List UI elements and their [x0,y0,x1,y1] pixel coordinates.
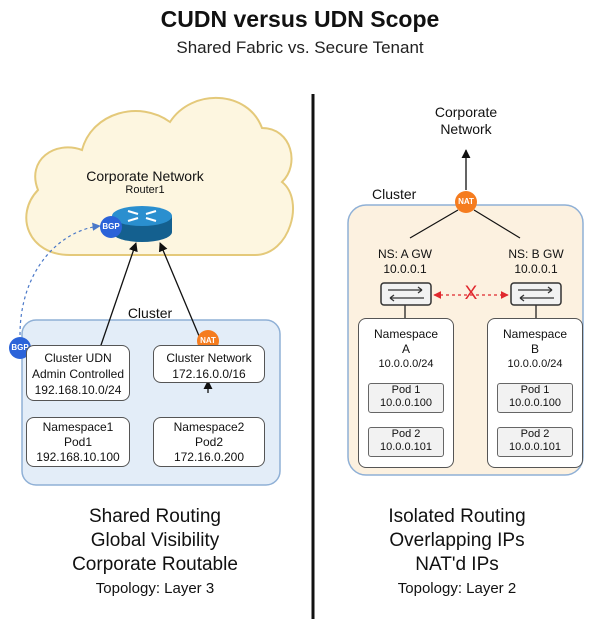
right-summary-line3: NAT'd IPs [415,554,499,575]
link-nat-to-gw-a [409,209,459,239]
namespace-b-box: Namespace B 10.0.0.0/24 Pod 1 10.0.0.100… [487,318,583,468]
arrow-clusternet-to-router [158,242,203,344]
switch-icon-a [380,282,432,306]
pod-a1-name: Pod 1 [391,384,421,396]
left-summary-line2: Global Visibility [90,530,220,551]
left-summary-line3: Corporate Routable [72,554,238,575]
corporate-label-line1: Corporate [434,104,498,120]
pod-b2-ip: 10.0.0.101 [509,441,561,453]
cluster-udn-box: Cluster UDN Admin Controlled 192.168.10.… [26,345,130,401]
namespace1-pod: Pod1 [63,435,93,449]
left-summary-line1: Shared Routing [88,506,222,527]
pod-a1-ip: 10.0.0.100 [380,397,432,409]
namespace-a-box: Namespace A 10.0.0.0/24 Pod 1 10.0.0.100… [358,318,454,468]
corporate-cloud-shape [25,97,294,256]
bgp-badge-cluster: BGP [9,337,31,359]
router-label: Router1 [125,184,165,196]
pod-a2: Pod 2 10.0.0.101 [368,427,444,457]
blocked-x-mark: X [464,283,478,304]
cluster-network-cidr: 172.16.0.0/16 [172,367,246,381]
namespace1-box: Namespace1 Pod1 192.168.10.100 [26,417,130,467]
arrow-cudn-to-router [99,242,138,349]
right-summary-line2: Overlapping IPs [389,530,525,551]
gw-b-label: NS: B GW 10.0.0.1 [491,247,581,277]
gw-b-name: NS: B GW [508,247,564,261]
gw-a-name: NS: A GW [377,247,432,261]
namespace2-pod: Pod2 [194,435,224,449]
gw-a-label: NS: A GW 10.0.0.1 [360,247,450,277]
left-topology: Topology: Layer 3 [95,580,215,597]
cluster-network-box: Cluster Network 172.16.0.0/16 [153,345,265,383]
namespace-b-letter: B [530,342,539,356]
pod-a2-ip: 10.0.0.101 [380,441,432,453]
namespace-a-cidr: 10.0.0.0/24 [378,358,434,370]
right-topology: Topology: Layer 2 [397,580,517,597]
pod-b2-name: Pod 2 [520,428,550,440]
namespace-b-cidr: 10.0.0.0/24 [507,358,563,370]
gw-b-ip: 10.0.0.1 [514,262,558,276]
link-nat-to-gw-b [473,209,521,239]
cudn-control: Admin Controlled [31,367,125,381]
cudn-cidr: 192.168.10.0/24 [34,383,122,397]
gw-a-ip: 10.0.0.1 [383,262,427,276]
corporate-network-label: Corporate Network [416,104,516,138]
right-summary: Isolated Routing Overlapping IPs NAT'd I… [322,505,592,601]
nat-badge-right: NAT [455,191,477,213]
pod-a1: Pod 1 10.0.0.100 [368,383,444,413]
namespace-a-name: Namespace [373,327,439,341]
namespace-b-name: Namespace [502,327,568,341]
cloud-label: Corporate Network [86,168,204,184]
namespace-a-letter: A [401,342,410,356]
pod-b1: Pod 1 10.0.0.100 [497,383,573,413]
namespace1-ip: 192.168.10.100 [36,450,120,464]
pod-b1-ip: 10.0.0.100 [509,397,561,409]
page-title: CUDN versus UDN Scope [160,6,440,32]
right-cluster-label: Cluster [372,186,417,202]
router-icon [112,206,172,242]
bgp-peering-link [19,222,101,336]
left-cluster-label: Cluster [127,305,173,321]
cluster-network-name: Cluster Network [166,351,252,365]
namespace1-name: Namespace1 [42,420,114,434]
namespace2-ip: 172.16.0.200 [173,450,245,464]
pod-b2: Pod 2 10.0.0.101 [497,427,573,457]
right-summary-line1: Isolated Routing [388,506,526,527]
pod-b1-name: Pod 1 [520,384,550,396]
pod-a2-name: Pod 2 [391,428,421,440]
switch-icon-b [510,282,562,306]
corporate-label-line2: Network [440,121,492,137]
page-subtitle: Shared Fabric vs. Secure Tenant [176,38,424,57]
left-summary: Shared Routing Global Visibility Corpora… [10,505,300,601]
namespace2-box: Namespace2 Pod2 172.16.0.200 [153,417,265,467]
cudn-name: Cluster UDN [44,351,112,365]
namespace2-name: Namespace2 [173,420,245,434]
bgp-badge-cloud: BGP [100,216,122,238]
